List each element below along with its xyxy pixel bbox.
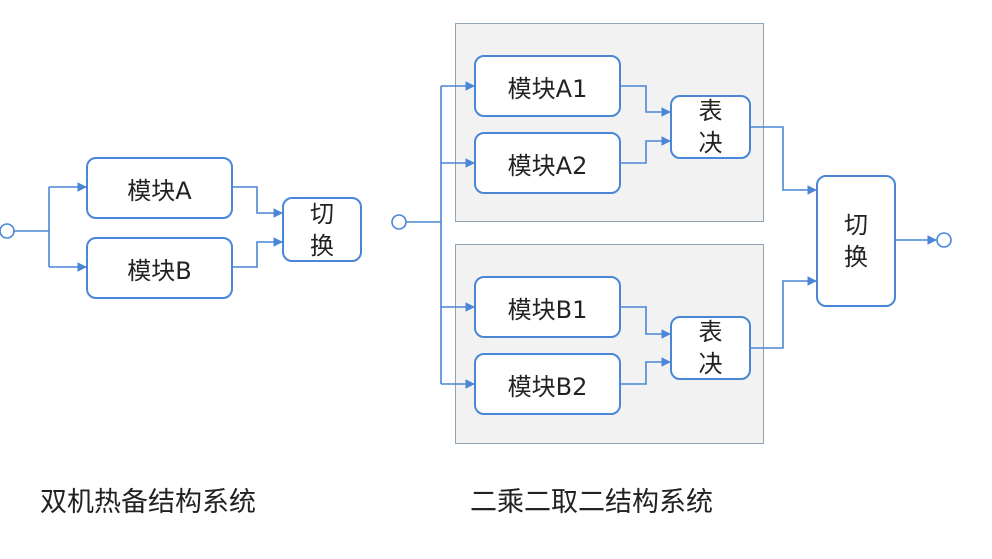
voter-b-label-2: 决: [698, 350, 723, 378]
module-a-box: 模块A: [86, 157, 233, 219]
module-b1-label: 模块B1: [507, 295, 588, 324]
voter-box-b: 表 决: [670, 316, 751, 380]
switch-label-1: 切: [310, 199, 334, 228]
module-b2-box: 模块B2: [474, 353, 621, 415]
module-a2-box: 模块A2: [474, 132, 621, 194]
switch-right-label-2: 换: [844, 243, 868, 271]
voter-a-label-2: 决: [698, 129, 723, 157]
module-b-box: 模块B: [86, 237, 233, 299]
voter-a-label-1: 表: [698, 97, 723, 125]
module-a1-label: 模块A1: [507, 74, 588, 103]
module-b-label: 模块B: [127, 256, 192, 285]
module-a2-label: 模块A2: [507, 151, 588, 180]
voter-b-label-1: 表: [698, 318, 723, 346]
switch-box-right: 切 换: [816, 175, 896, 307]
input-terminal-right: [391, 214, 407, 230]
switch-right-label-1: 切: [844, 211, 868, 239]
switch-box-left: 切 换: [282, 197, 362, 262]
module-a-label: 模块A: [127, 176, 192, 205]
output-terminal: [936, 232, 952, 248]
module-b1-box: 模块B1: [474, 276, 621, 338]
two-of-two-caption: 二乘二取二结构系统: [470, 487, 713, 518]
voter-box-a: 表 决: [670, 95, 751, 159]
module-b2-label: 模块B2: [507, 372, 588, 401]
hot-standby-caption: 双机热备结构系统: [40, 487, 256, 518]
input-terminal-left: [0, 223, 15, 239]
switch-label-2: 换: [310, 231, 334, 260]
module-a1-box: 模块A1: [474, 55, 621, 117]
